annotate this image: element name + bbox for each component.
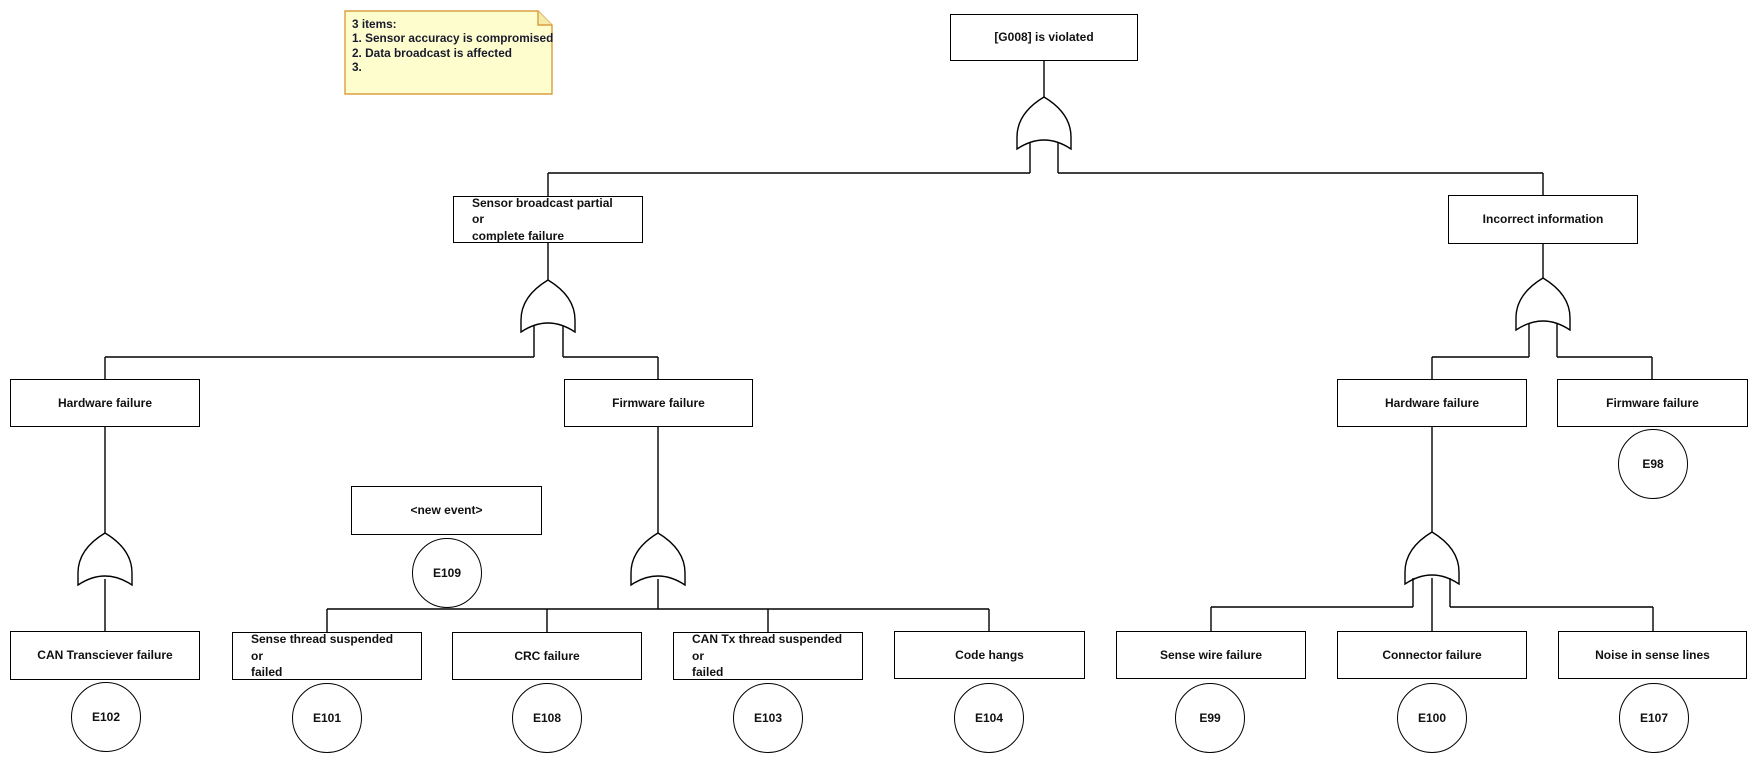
basic-event-label: E103	[753, 711, 783, 725]
node-can-transciever-failure[interactable]: CAN Transciever failure	[10, 631, 200, 680]
basic-event-e107[interactable]: E107	[1619, 683, 1689, 753]
node-label: Code hangs	[955, 647, 1024, 662]
node-hardware-failure-left[interactable]: Hardware failure	[10, 379, 200, 427]
node-label: Sense wire failure	[1159, 647, 1263, 662]
note-background	[344, 10, 553, 95]
node-label: Hardware failure	[1384, 395, 1480, 410]
node-label: CAN Tx thread suspended or	[692, 632, 843, 663]
basic-event-e99[interactable]: E99	[1175, 683, 1245, 753]
sticky-note[interactable]: 3 items:1. Sensor accuracy is compromise…	[344, 10, 554, 95]
node-label: Firmware failure	[1606, 395, 1699, 410]
basic-event-label: E108	[532, 711, 562, 725]
note-line: 1. Sensor accuracy is compromised	[352, 31, 554, 46]
node-label: failed	[251, 665, 283, 680]
node-label: CRC failure	[514, 648, 580, 663]
or-gate-incorrect-or-gate-icon[interactable]	[1515, 277, 1571, 332]
basic-event-label: E107	[1639, 711, 1669, 725]
node-firmware-failure-right[interactable]: Firmware failure	[1557, 379, 1748, 427]
node-hardware-failure-right[interactable]: Hardware failure	[1337, 379, 1527, 427]
basic-event-e102[interactable]: E102	[71, 682, 141, 752]
basic-event-e101[interactable]: E101	[292, 683, 362, 753]
basic-event-e98[interactable]: E98	[1618, 429, 1688, 499]
note-body	[344, 10, 553, 95]
node-noise-in-sense-lines[interactable]: Noise in sense lines	[1558, 631, 1747, 679]
node-label: Incorrect information	[1482, 212, 1604, 227]
or-gate-hardware-left-or-gate-icon[interactable]	[77, 532, 133, 587]
node-label: Sense thread suspended or	[251, 632, 394, 663]
basic-event-label: E102	[91, 710, 121, 724]
basic-event-e103[interactable]: E103	[733, 683, 803, 753]
node-label: failed	[692, 665, 724, 680]
node-label: CAN Transciever failure	[37, 648, 173, 663]
or-gate-hardware-right-or-gate-icon[interactable]	[1404, 531, 1460, 586]
basic-event-e104[interactable]: E104	[954, 683, 1024, 753]
or-gate-top-or-gate-icon[interactable]	[1016, 96, 1072, 151]
note-line: 2. Data broadcast is affected	[352, 45, 512, 60]
note-line: 3.	[352, 60, 362, 75]
note-line: 3 items:	[352, 17, 397, 31]
node-sense-thread-suspended[interactable]: Sense thread suspended or failed	[232, 632, 422, 680]
node-connector-failure[interactable]: Connector failure	[1337, 631, 1527, 679]
basic-event-e108[interactable]: E108	[512, 683, 582, 753]
node-label: [G008] is violated	[994, 30, 1094, 45]
basic-event-label: E101	[312, 711, 342, 725]
node-label: Hardware failure	[57, 395, 153, 410]
node-label: <new event>	[410, 503, 483, 518]
node-label: Sensor broadcast partial or	[472, 195, 613, 227]
node-code-hangs[interactable]: Code hangs	[894, 631, 1085, 679]
node-sense-wire-failure[interactable]: Sense wire failure	[1116, 631, 1306, 679]
basic-event-label: E100	[1417, 711, 1447, 725]
node-incorrect-information[interactable]: Incorrect information	[1448, 195, 1638, 244]
node-label: Noise in sense lines	[1595, 647, 1710, 662]
basic-event-label: E109	[432, 566, 462, 580]
node-can-tx-thread-suspended[interactable]: CAN Tx thread suspended or failed	[673, 632, 863, 680]
basic-event-label: E104	[974, 711, 1004, 725]
note-text: 3 items:1. Sensor accuracy is compromise…	[352, 17, 554, 75]
node-g008-violated[interactable]: [G008] is violated	[950, 14, 1138, 61]
node-crc-failure[interactable]: CRC failure	[452, 632, 642, 680]
node-label: complete failure	[472, 228, 565, 243]
node-new-event[interactable]: <new event>	[351, 486, 542, 535]
basic-event-e100[interactable]: E100	[1397, 683, 1467, 753]
note-fold-icon	[537, 11, 552, 26]
node-firmware-failure-left[interactable]: Firmware failure	[564, 379, 753, 427]
basic-event-e109[interactable]: E109	[412, 538, 482, 608]
or-gate-sensor-or-gate-icon[interactable]	[520, 279, 576, 334]
node-label: Firmware failure	[612, 395, 705, 410]
basic-event-label: E99	[1199, 711, 1221, 725]
or-gate-firmware-left-or-gate-icon[interactable]	[630, 532, 686, 587]
node-label: Connector failure	[1382, 647, 1482, 662]
basic-event-label: E98	[1642, 457, 1664, 471]
